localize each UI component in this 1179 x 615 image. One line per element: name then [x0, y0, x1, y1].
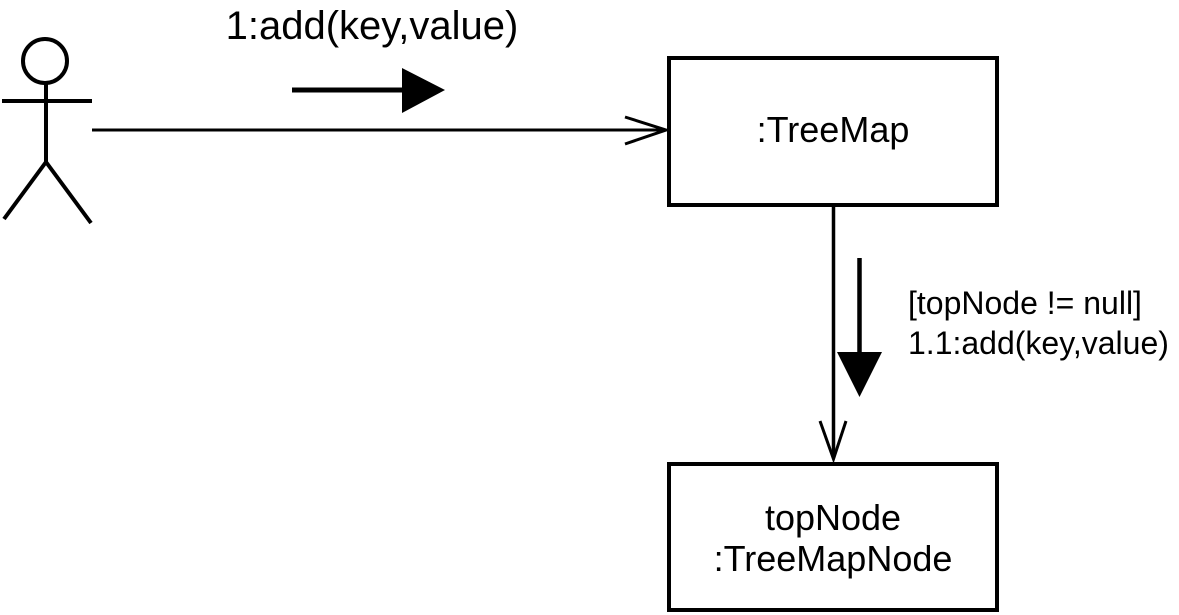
open-arrowhead-right-icon	[624, 115, 671, 146]
message2-labels: [topNode != null] 1.1:add(key,value)	[908, 285, 1169, 361]
treemapnode-object: topNode :TreeMapNode	[667, 462, 999, 612]
treemapnode-object-name: topNode	[765, 497, 901, 538]
open-arrowhead-down-icon	[818, 420, 848, 464]
message2-direction-arrow-icon	[837, 258, 882, 397]
link-actor-to-treemap	[92, 115, 671, 146]
message2-label: 1.1:add(key,value)	[908, 325, 1169, 361]
filled-arrowhead-down-icon	[837, 352, 882, 397]
treemap-object-label: :TreeMap	[757, 109, 910, 150]
message2-guard: [topNode != null]	[908, 285, 1142, 321]
actor-left-leg	[2, 160, 48, 221]
actor-head	[21, 37, 69, 85]
treemap-object: :TreeMap	[667, 56, 999, 207]
link-treemap-to-topnode	[818, 207, 848, 464]
message1-direction-arrow-icon	[292, 68, 445, 113]
treemap-object-box	[667, 56, 999, 207]
actor-icon	[2, 37, 93, 225]
message1-label: 1:add(key,value)	[226, 4, 519, 48]
treemapnode-object-type: :TreeMapNode	[714, 538, 953, 579]
treemapnode-object-box	[667, 462, 999, 612]
actor-right-leg	[44, 160, 93, 225]
filled-arrowhead-right-icon	[402, 68, 445, 113]
